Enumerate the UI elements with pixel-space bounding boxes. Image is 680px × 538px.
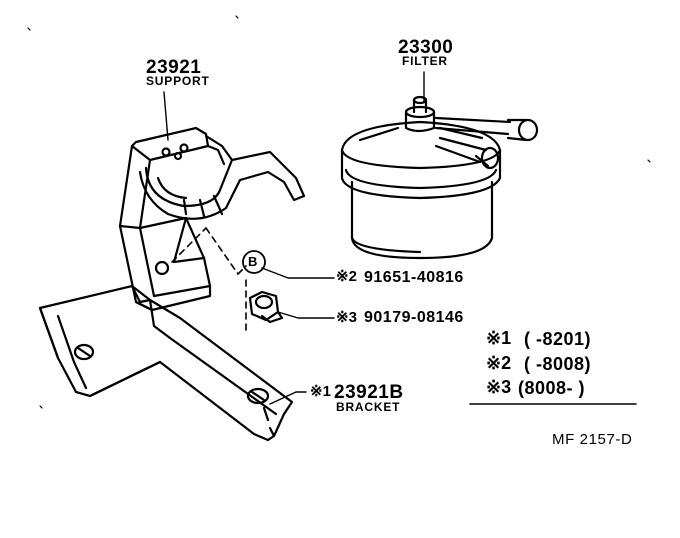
bracket-part-number: 23921B <box>334 382 404 403</box>
note-3-range: (8008- ) <box>518 378 586 398</box>
nut-mark: ※3 <box>336 309 357 326</box>
nut-drawing <box>248 290 284 324</box>
bracket-drawing <box>38 284 294 442</box>
bolt-part-number: 91651-40816 <box>364 269 464 286</box>
alignment-dashed-line <box>171 227 247 331</box>
note-1-mark: ※1 <box>486 328 512 348</box>
bracket-part-name: BRACKET <box>336 400 401 414</box>
nut-part-number: 90179-08146 <box>364 309 464 326</box>
note-2-range: ( -8008) <box>524 354 592 374</box>
leader-support <box>163 91 169 141</box>
support-clamp-drawing <box>118 126 306 312</box>
bracket-mark: ※1 <box>310 383 331 400</box>
leader-nut <box>277 311 335 319</box>
fuel-filter-drawing <box>340 95 539 260</box>
note-1-range: ( -8201) <box>524 329 592 349</box>
callout-letter: B <box>248 254 258 269</box>
note-2-mark: ※2 <box>486 353 512 373</box>
leader-bracket <box>269 391 307 405</box>
leader-bolt <box>261 267 335 279</box>
note-3-mark: ※3 <box>486 377 512 397</box>
callout-circle <box>242 250 266 274</box>
figure-code: MF 2157-D <box>552 431 633 448</box>
support-part-name: SUPPORT <box>146 74 210 88</box>
support-part-number: 23921 <box>146 57 202 78</box>
bolt-mark: ※2 <box>336 268 357 285</box>
filter-part-number: 23300 <box>398 37 454 58</box>
filter-part-name: FILTER <box>402 54 448 68</box>
